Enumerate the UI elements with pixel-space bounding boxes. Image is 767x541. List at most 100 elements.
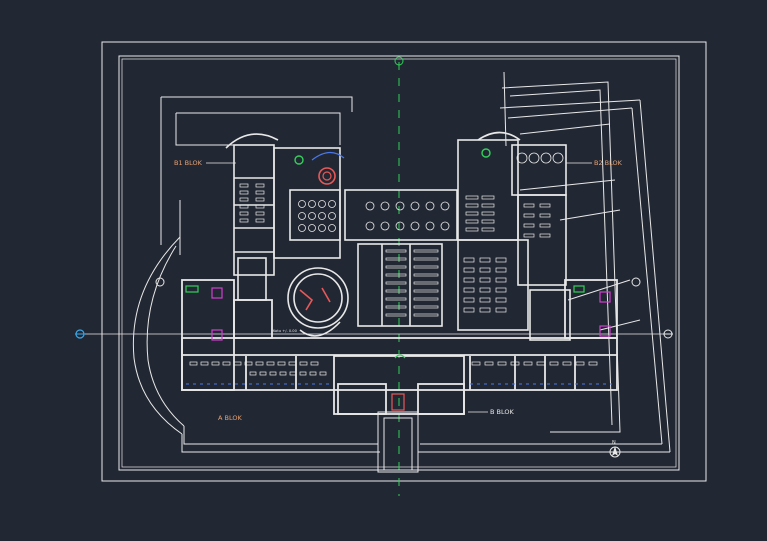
central-block — [287, 189, 458, 337]
north-label: N — [612, 440, 616, 446]
red-accent — [299, 287, 331, 311]
furniture-table — [328, 224, 336, 232]
furniture-desk — [239, 218, 249, 223]
furniture-desk — [465, 203, 479, 208]
furniture-desk — [481, 227, 495, 232]
furniture-table — [395, 221, 405, 231]
furniture-desk — [288, 361, 297, 366]
furniture-desk — [463, 307, 475, 313]
furniture-table — [318, 200, 326, 208]
furniture-table — [528, 152, 540, 164]
furniture-table — [516, 152, 528, 164]
furniture-desk — [299, 361, 308, 366]
furniture-table — [440, 201, 450, 211]
furniture-desk — [413, 281, 439, 285]
red-accent — [318, 167, 336, 185]
furniture-desk — [413, 313, 439, 317]
furniture-table — [380, 221, 390, 231]
furniture-table — [380, 201, 390, 211]
furniture-desk — [319, 371, 327, 376]
furniture-desk — [266, 361, 275, 366]
furniture-desk — [413, 257, 439, 261]
furniture-table — [298, 224, 306, 232]
furniture-desk — [479, 257, 491, 263]
furniture-desk — [481, 195, 495, 200]
b1-block — [225, 133, 341, 301]
furniture-table — [425, 221, 435, 231]
furniture-table — [298, 212, 306, 220]
furniture-desk — [385, 289, 407, 293]
furniture-desk — [269, 371, 277, 376]
furniture-desk — [495, 297, 507, 303]
furniture-desk — [495, 257, 507, 263]
furniture-desk — [481, 211, 495, 216]
furniture-desk — [465, 211, 479, 216]
green-accent — [185, 285, 199, 293]
furniture-desk — [239, 183, 249, 188]
axis-marker-top — [394, 56, 404, 66]
magenta-accent — [211, 287, 223, 299]
furniture-desk — [536, 361, 546, 366]
furniture-desk — [413, 289, 439, 293]
furniture-desk — [539, 233, 551, 238]
furniture-desk — [413, 305, 439, 309]
block-label-b1: B1 BLOK — [174, 159, 203, 167]
furniture-desk — [484, 361, 494, 366]
furniture-desk — [385, 265, 407, 269]
magenta-accent — [599, 291, 611, 303]
furniture-desk — [510, 361, 520, 366]
furniture-desk — [413, 273, 439, 277]
furniture-table — [425, 201, 435, 211]
furniture-desk — [479, 297, 491, 303]
furniture-desk — [479, 307, 491, 313]
b2-block — [457, 131, 571, 341]
furniture-desk — [495, 307, 507, 313]
green-accent — [294, 155, 304, 165]
furniture-desk — [385, 297, 407, 301]
furniture-desk — [255, 183, 265, 188]
block-label-b2: B2 BLOK — [594, 159, 623, 167]
entrance-marker-icon — [155, 277, 641, 287]
furniture-desk — [385, 249, 407, 253]
furniture-desk — [255, 361, 264, 366]
furniture-desk — [255, 204, 265, 209]
furniture-table — [410, 221, 420, 231]
magenta-accent — [599, 325, 611, 337]
furniture-desk — [463, 277, 475, 283]
furniture-desk — [200, 361, 209, 366]
furniture-desk — [255, 197, 265, 202]
furniture-desk — [385, 281, 407, 285]
section-marker-left-icon[interactable] — [75, 329, 85, 339]
furniture-table — [395, 201, 405, 211]
furniture-desk — [495, 287, 507, 293]
furniture-table — [540, 152, 552, 164]
furniture-desk — [479, 267, 491, 273]
furniture-table — [328, 200, 336, 208]
furniture-desk — [299, 371, 307, 376]
furniture-desk — [539, 203, 551, 208]
furniture-desk — [463, 257, 475, 263]
furniture-desk — [279, 371, 287, 376]
furniture-desk — [239, 197, 249, 202]
level-label: Kotu +/- 0.00 — [273, 329, 298, 333]
furniture-table — [552, 152, 564, 164]
furniture-desk — [539, 223, 551, 228]
furniture-desk — [497, 361, 507, 366]
green-accent — [394, 354, 406, 359]
block-label-b: B BLOK — [490, 408, 514, 416]
section-marker-right-icon[interactable] — [663, 329, 673, 339]
furniture-desk — [239, 211, 249, 216]
furniture-desk — [255, 218, 265, 223]
colored-accents — [185, 148, 612, 411]
site-boundary — [132, 71, 671, 473]
furniture-desk — [385, 273, 407, 277]
red-accent — [391, 393, 405, 411]
furniture-desk — [255, 190, 265, 195]
furniture-desk — [289, 371, 297, 376]
furniture-table — [440, 221, 450, 231]
furniture-desk — [413, 249, 439, 253]
furniture-desk — [575, 361, 585, 366]
furniture-table — [298, 200, 306, 208]
